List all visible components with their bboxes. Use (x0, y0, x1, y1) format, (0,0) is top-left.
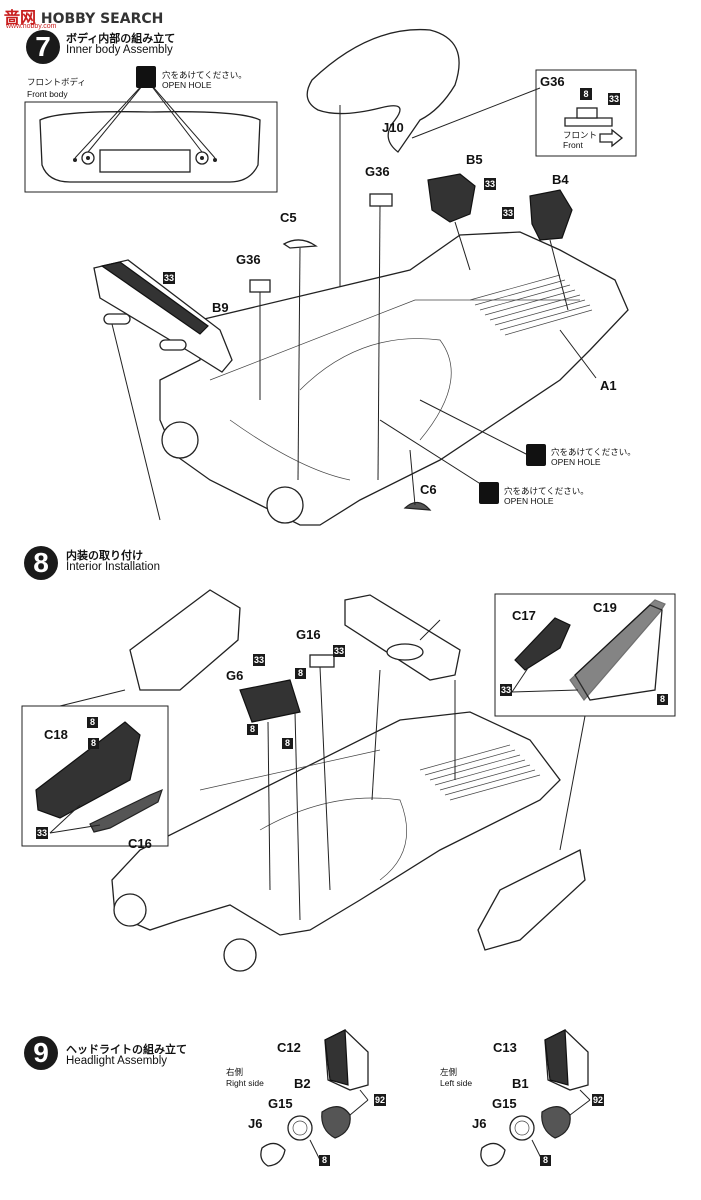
step8-title-jp: 内装の取り付け (66, 550, 143, 562)
callout-b1: B1 (512, 1076, 529, 1091)
callout-c12: C12 (277, 1040, 301, 1055)
badge-8-g6-b: 8 (282, 738, 293, 749)
callout-c6: C6 (420, 482, 437, 497)
badge-8-g16: 8 (295, 668, 306, 679)
left-side-jp: 左側 (440, 1067, 458, 1077)
badge-8-g6-a: 8 (247, 724, 258, 735)
callout-b2: B2 (294, 1076, 311, 1091)
open-hole-icon-2 (526, 444, 546, 466)
badge-8-c19: 8 (657, 694, 668, 705)
front-body-label-en: Front body (27, 89, 68, 99)
open-hole-jp-3: 穴をあけてください。 (504, 486, 589, 496)
watermark-url: www.hobby.com (6, 23, 57, 30)
step9-title-jp: ヘッドライトの組み立て (66, 1044, 187, 1056)
callout-c17: C17 (512, 608, 536, 623)
open-hole-en-3: OPEN HOLE (504, 496, 554, 506)
badge-8-c18-b: 8 (88, 738, 99, 749)
callout-b5: B5 (466, 152, 483, 167)
open-hole-icon (136, 66, 156, 88)
open-hole-jp-2: 穴をあけてください。 (551, 447, 636, 457)
step8-title-en: Interior Installation (66, 561, 160, 573)
watermark-chinese: 啬网 (4, 8, 37, 27)
step9-number: 9 (24, 1036, 58, 1070)
badge-33-b9: 33 (163, 272, 175, 284)
callout-j6-left: J6 (472, 1116, 487, 1131)
badge-92-left: 92 (592, 1094, 604, 1106)
badge-33-b5: 33 (484, 178, 496, 190)
step7-title-jp: ボディ内部の組み立て (66, 33, 176, 45)
badge-8-c18-a: 8 (87, 717, 98, 728)
callout-g36-top: G36 (365, 164, 390, 179)
step7-title-en: Inner body Assembly (66, 44, 173, 56)
callout-c16: C16 (128, 836, 152, 851)
badge-33-inset: 33 (608, 93, 620, 105)
step9-title-en: Headlight Assembly (66, 1055, 167, 1067)
badge-33-b4: 33 (502, 207, 514, 219)
left-side-en: Left side (440, 1078, 473, 1088)
badge-8-right: 8 (319, 1155, 330, 1166)
callout-c5: C5 (280, 210, 297, 225)
open-hole-en-1: OPEN HOLE (162, 80, 212, 90)
callout-c18: C18 (44, 727, 68, 742)
step7-number: 7 (26, 30, 60, 64)
callout-j10: J10 (382, 120, 404, 135)
watermark-text: HOBBY SEARCH (40, 11, 164, 27)
badge-92-right: 92 (374, 1094, 386, 1106)
open-hole-jp-1: 穴をあけてください。 (162, 70, 247, 80)
callout-c19: C19 (593, 600, 617, 615)
front-body-label-jp: フロントボディ (27, 77, 86, 87)
inset-front-en: Front (563, 140, 583, 150)
callout-g15-left: G15 (492, 1096, 517, 1111)
callout-g6: G6 (226, 668, 244, 683)
badge-8-left: 8 (540, 1155, 551, 1166)
callout-b4: B4 (552, 172, 569, 187)
callout-g15-right: G15 (268, 1096, 293, 1111)
right-side-en: Right side (226, 1078, 264, 1088)
badge-33-c18: 33 (36, 827, 48, 839)
callout-b9: B9 (212, 300, 229, 315)
open-hole-en-2: OPEN HOLE (551, 457, 601, 467)
callout-a1: A1 (600, 378, 617, 393)
inset-front-jp: フロント (563, 130, 598, 140)
callout-g16: G16 (296, 627, 321, 642)
callout-c13: C13 (493, 1040, 517, 1055)
watermark-logo: 啬网 HOBBY SEARCH (4, 4, 163, 28)
callout-g36-inset: G36 (540, 74, 565, 89)
callout-j6-right: J6 (248, 1116, 263, 1131)
right-side-jp: 右側 (226, 1067, 244, 1077)
step8-number: 8 (24, 546, 58, 580)
badge-8-inset: 8 (580, 88, 592, 100)
badge-33-g16: 33 (333, 645, 345, 657)
badge-33-g6: 33 (253, 654, 265, 666)
callout-g36-left: G36 (236, 252, 261, 267)
open-hole-icon-3 (479, 482, 499, 504)
badge-33-c17: 33 (500, 684, 512, 696)
